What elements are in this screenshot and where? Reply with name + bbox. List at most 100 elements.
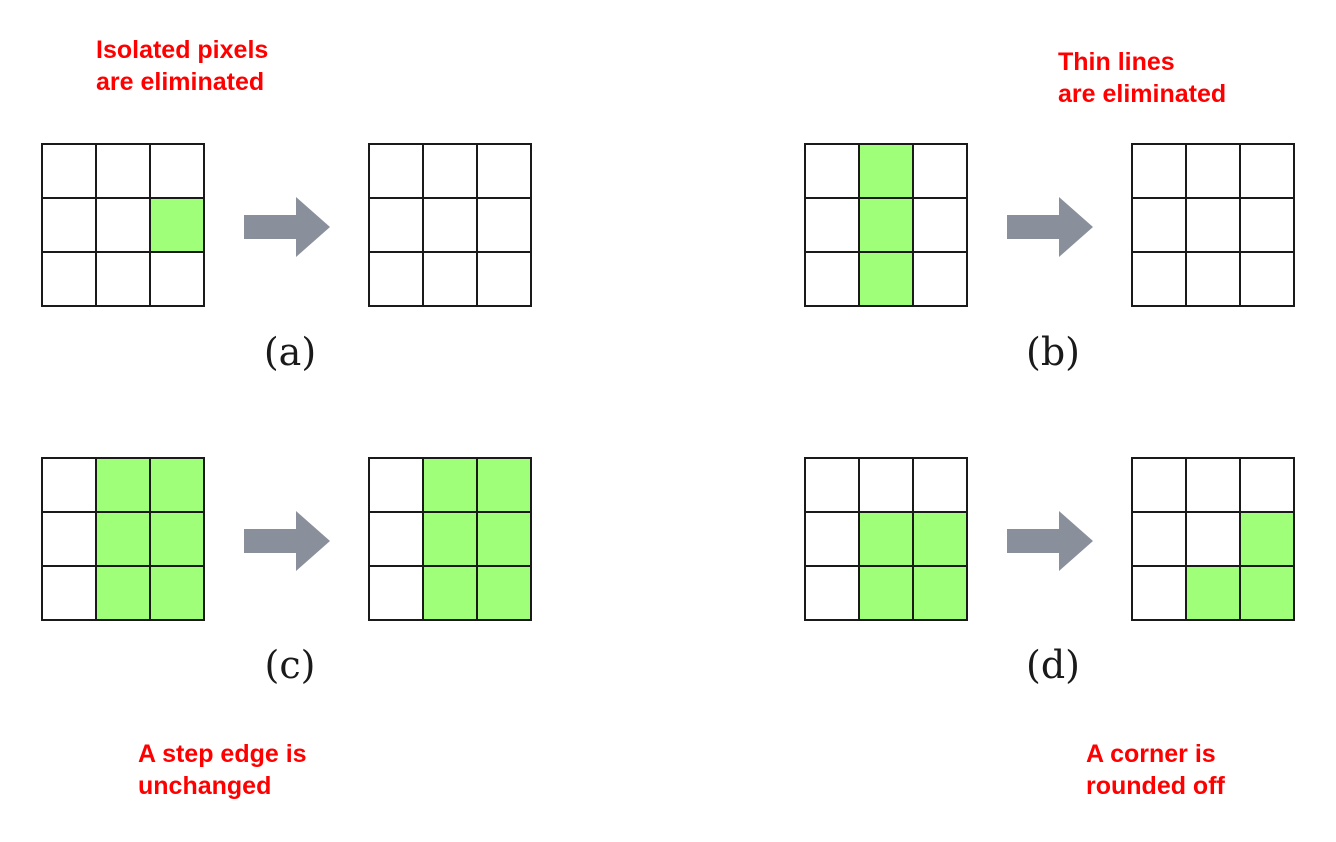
pixel-on — [1240, 566, 1294, 620]
caption-c-line-1: A step edge is — [138, 740, 307, 768]
pixel-on — [423, 458, 477, 512]
caption-c: A step edge is unchanged — [138, 738, 307, 802]
pixel-on — [150, 458, 204, 512]
pixel-off — [1132, 252, 1186, 306]
pixel-off — [96, 198, 150, 252]
pixel-on — [859, 144, 913, 198]
pixel-on — [423, 566, 477, 620]
caption-d-line-2: rounded off — [1086, 772, 1225, 800]
grid-c-after — [368, 457, 532, 621]
pixel-off — [913, 198, 967, 252]
pixel-off — [42, 458, 96, 512]
panel-label-c: (c) — [264, 643, 316, 687]
caption-d-line-1: A corner is — [1086, 740, 1216, 768]
grid-d-before — [804, 457, 968, 621]
pixel-off — [150, 252, 204, 306]
pixel-off — [805, 252, 859, 306]
pixel-off — [423, 144, 477, 198]
pixel-on — [96, 512, 150, 566]
pixel-off — [913, 458, 967, 512]
pixel-off — [369, 566, 423, 620]
pixel-off — [1132, 198, 1186, 252]
caption-a: Isolated pixels are eliminated — [96, 34, 268, 98]
pixel-off — [1186, 252, 1240, 306]
arrow-right-icon — [244, 511, 330, 571]
pixel-off — [1132, 144, 1186, 198]
pixel-off — [42, 198, 96, 252]
arrow-right-icon — [1007, 197, 1093, 257]
pixel-off — [42, 512, 96, 566]
pixel-on — [859, 512, 913, 566]
pixel-off — [477, 252, 531, 306]
arrow-right-icon — [244, 197, 330, 257]
panel-label-d: (d) — [1026, 643, 1080, 687]
panel-label-a: (a) — [263, 330, 317, 374]
pixel-on — [423, 512, 477, 566]
pixel-on — [477, 512, 531, 566]
pixel-on — [913, 512, 967, 566]
pixel-on — [1186, 566, 1240, 620]
pixel-on — [96, 458, 150, 512]
pixel-off — [42, 566, 96, 620]
pixel-on — [859, 198, 913, 252]
pixel-off — [1186, 144, 1240, 198]
pixel-on — [477, 458, 531, 512]
pixel-off — [369, 512, 423, 566]
pixel-off — [1240, 458, 1294, 512]
pixel-off — [805, 512, 859, 566]
pixel-off — [1132, 566, 1186, 620]
pixel-off — [96, 144, 150, 198]
pixel-off — [42, 252, 96, 306]
grid-a-before — [41, 143, 205, 307]
pixel-on — [1240, 512, 1294, 566]
pixel-off — [369, 252, 423, 306]
grid-a-after — [368, 143, 532, 307]
caption-c-line-2: unchanged — [138, 772, 272, 800]
caption-b-line-2: are eliminated — [1058, 80, 1227, 108]
pixel-on — [913, 566, 967, 620]
pixel-off — [369, 458, 423, 512]
pixel-off — [423, 198, 477, 252]
arrow-right-icon — [1007, 511, 1093, 571]
pixel-off — [1186, 458, 1240, 512]
pixel-off — [1186, 198, 1240, 252]
pixel-off — [150, 144, 204, 198]
pixel-off — [96, 252, 150, 306]
pixel-off — [805, 458, 859, 512]
grid-d-after — [1131, 457, 1295, 621]
caption-b-line-1: Thin lines — [1058, 48, 1175, 76]
pixel-on — [96, 566, 150, 620]
pixel-off — [805, 566, 859, 620]
pixel-off — [805, 198, 859, 252]
pixel-off — [859, 458, 913, 512]
grid-b-before — [804, 143, 968, 307]
pixel-off — [913, 252, 967, 306]
pixel-off — [1240, 144, 1294, 198]
pixel-on — [150, 566, 204, 620]
panel-label-b: (b) — [1026, 330, 1080, 374]
pixel-on — [150, 512, 204, 566]
pixel-off — [477, 198, 531, 252]
caption-a-line-2: are eliminated — [96, 68, 265, 96]
pixel-off — [1240, 198, 1294, 252]
pixel-off — [42, 144, 96, 198]
pixel-off — [913, 144, 967, 198]
pixel-on — [859, 566, 913, 620]
pixel-on — [859, 252, 913, 306]
pixel-off — [805, 144, 859, 198]
pixel-on — [477, 566, 531, 620]
pixel-off — [369, 144, 423, 198]
caption-b: Thin lines are eliminated — [1058, 46, 1226, 110]
pixel-off — [1240, 252, 1294, 306]
grid-c-before — [41, 457, 205, 621]
caption-a-line-1: Isolated pixels — [96, 36, 269, 64]
pixel-off — [1186, 512, 1240, 566]
grid-b-after — [1131, 143, 1295, 307]
pixel-off — [477, 144, 531, 198]
pixel-off — [1132, 458, 1186, 512]
pixel-off — [1132, 512, 1186, 566]
pixel-off — [423, 252, 477, 306]
pixel-off — [369, 198, 423, 252]
pixel-on — [150, 198, 204, 252]
caption-d: A corner is rounded off — [1086, 738, 1225, 802]
